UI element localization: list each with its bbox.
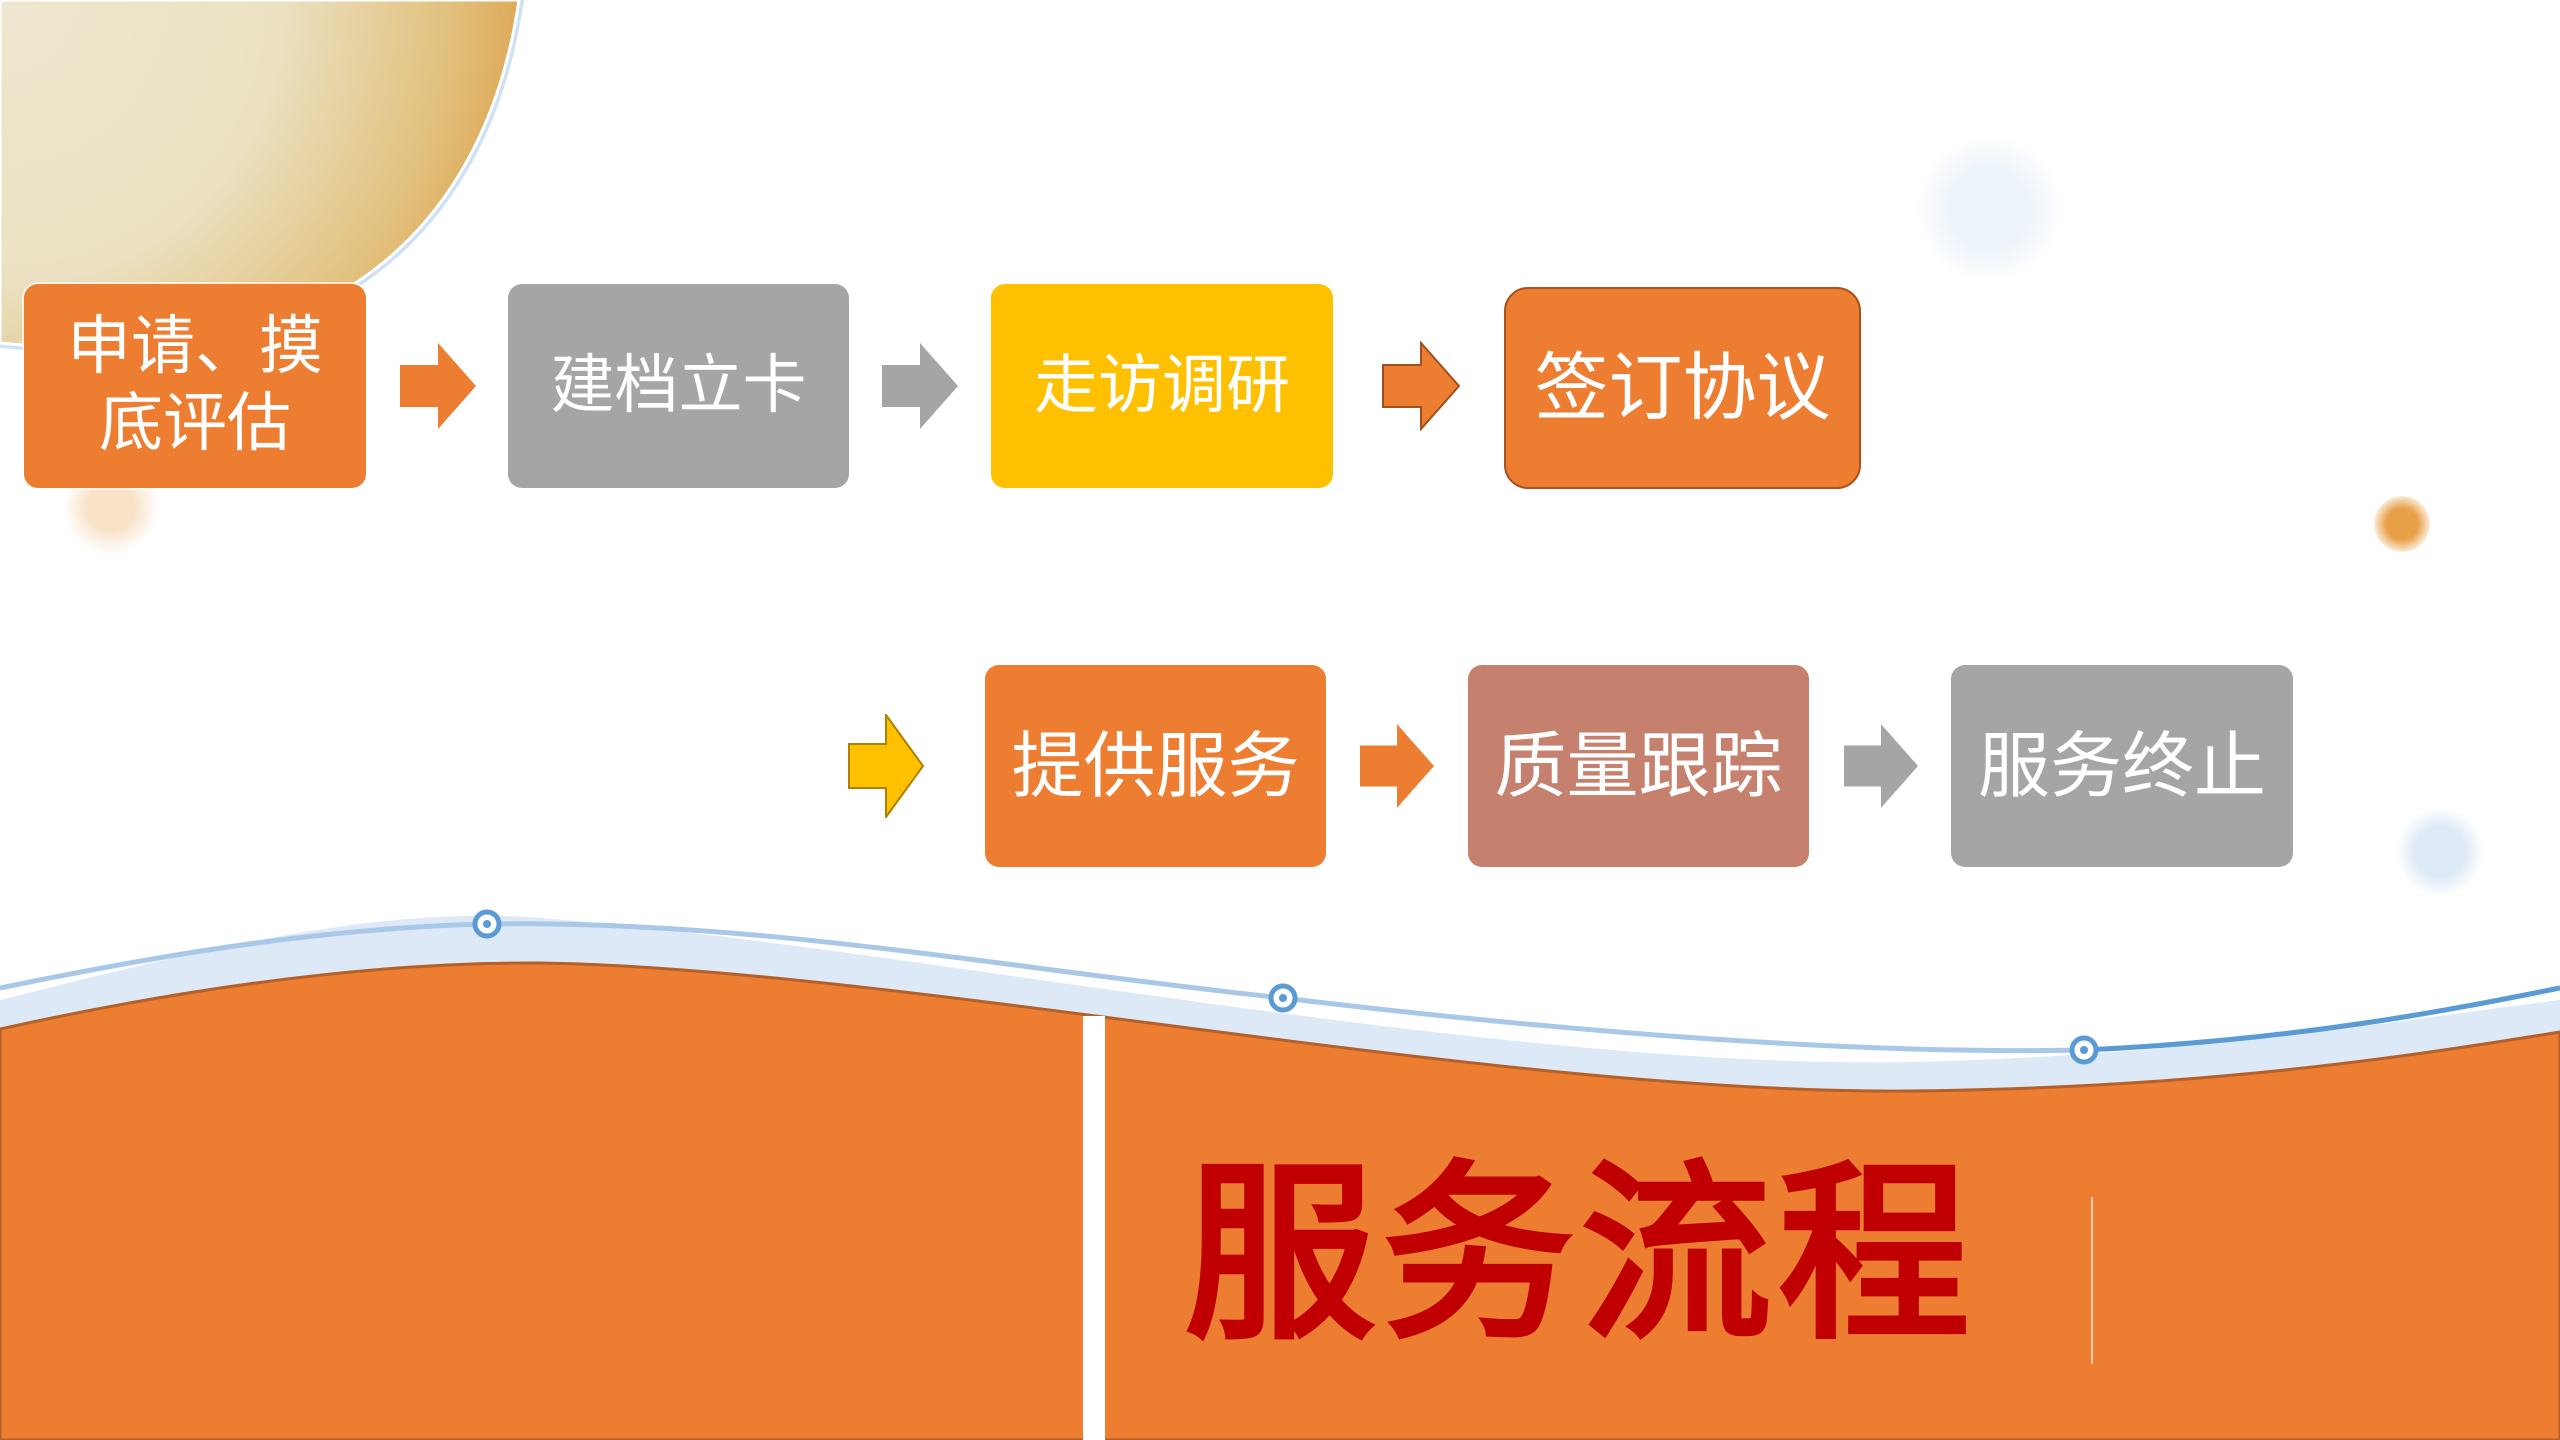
- step-sign-agreement: 签订协议: [1504, 287, 1861, 489]
- step-label: 服务终止: [1977, 723, 2266, 808]
- step-provide-service: 提供服务: [985, 665, 1326, 867]
- step-label-line1: 申请、摸: [67, 310, 323, 385]
- bottom-wave-band: [0, 909, 2560, 1440]
- timeline-node-icon: [472, 909, 2099, 1065]
- step-label: 建档立卡: [550, 348, 807, 423]
- step-label-line2: 底评估: [99, 387, 291, 461]
- step-application-assessment: 申请、摸底评估: [24, 284, 366, 488]
- step-label: 走访调研: [1034, 348, 1290, 423]
- arrow-right-icon: [1360, 724, 1434, 808]
- arrow-right-icon: [882, 343, 958, 429]
- step-create-file: 建档立卡: [508, 284, 849, 488]
- step-service-termination: 服务终止: [1951, 665, 2293, 867]
- arrow-right-icon: [400, 343, 476, 429]
- page-title: 服务流程: [1184, 1144, 1976, 1367]
- step-label: 提供服务: [1011, 723, 1300, 808]
- decorative-blue-bubble: [1916, 136, 2062, 282]
- decorative-blue-bubble-small: [2396, 808, 2484, 896]
- arrow-right-icon: [848, 714, 924, 818]
- step-visit-research: 走访调研: [991, 284, 1333, 488]
- decorative-orange-dot: [2374, 496, 2430, 552]
- arrow-right-icon: [1382, 341, 1461, 431]
- step-label: 签订协议: [1534, 344, 1831, 431]
- step-label: 质量跟踪: [1494, 723, 1783, 808]
- arrow-right-icon: [1844, 724, 1918, 808]
- step-quality-tracking: 质量跟踪: [1468, 665, 1809, 867]
